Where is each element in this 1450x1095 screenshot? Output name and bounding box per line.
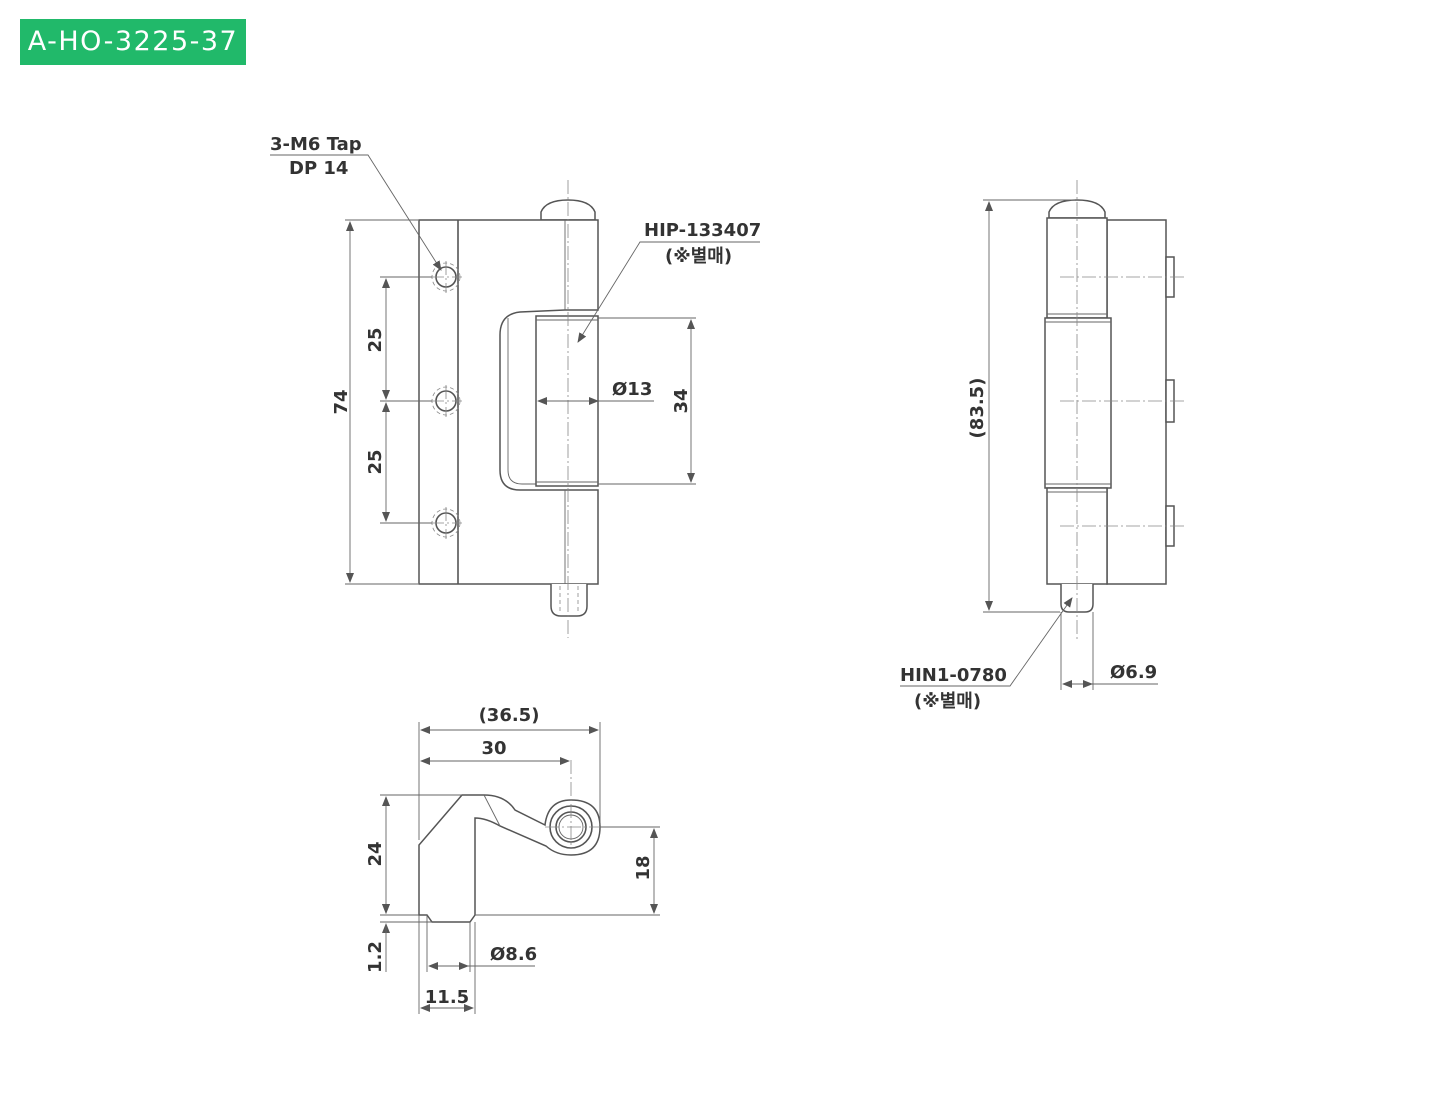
dim-knuckle-diameter: Ø13 [612, 379, 652, 400]
hinge-leaf [418, 219, 599, 585]
dim-total-height: 74 [331, 389, 352, 414]
dim-hole-pitch-top: 25 [365, 327, 386, 352]
tap-leader [270, 154, 442, 271]
cutout-inner [507, 318, 536, 485]
pin-part-label: HIP-133407 [644, 220, 761, 241]
top-view: (36.5) 30 24 18 1.2 Ø8.6 11.5 [365, 705, 660, 1014]
side-pin-part-label: HIN1-0780 [900, 665, 1007, 686]
tap-depth: DP 14 [289, 158, 348, 179]
tap-label: 3-M6 Tap [270, 134, 362, 155]
part-number-badge: A-HO-3225-37 [20, 19, 246, 65]
dim-boss-diameter: Ø8.6 [490, 944, 537, 965]
pin-tail [550, 584, 588, 617]
dim-offset: 11.5 [425, 987, 469, 1008]
side-knuckle-middle [1044, 317, 1112, 489]
dim-width: 30 [481, 738, 506, 759]
dim-step: 1.2 [365, 941, 386, 973]
dim-hole-pitch-bottom: 25 [365, 449, 386, 474]
dim-height: 24 [365, 841, 386, 866]
dim-overall-width: (36.5) [479, 705, 540, 726]
side-leaf [1106, 219, 1167, 585]
dim-overall-height: (83.5) [967, 378, 988, 439]
dim-knuckle-height: 18 [633, 855, 654, 880]
side-pin-leader [900, 597, 1073, 687]
tap-hole [430, 507, 462, 539]
dim-knuckle-length: 34 [671, 388, 692, 413]
top-profile [418, 794, 601, 923]
front-view: 74 25 25 Ø13 34 3-M6 Tap DP 14 HIP-13340… [270, 134, 761, 638]
pin-part-note: (※별매) [665, 246, 732, 267]
side-view: (83.5) Ø6.9 HIN1-0780 (※별매) [900, 180, 1186, 712]
tap-hole [430, 261, 462, 293]
pin-leader [577, 241, 760, 343]
dim-pin-diameter: Ø6.9 [1110, 662, 1157, 683]
side-pin-part-note: (※별매) [914, 691, 981, 712]
tap-hole [430, 385, 462, 417]
